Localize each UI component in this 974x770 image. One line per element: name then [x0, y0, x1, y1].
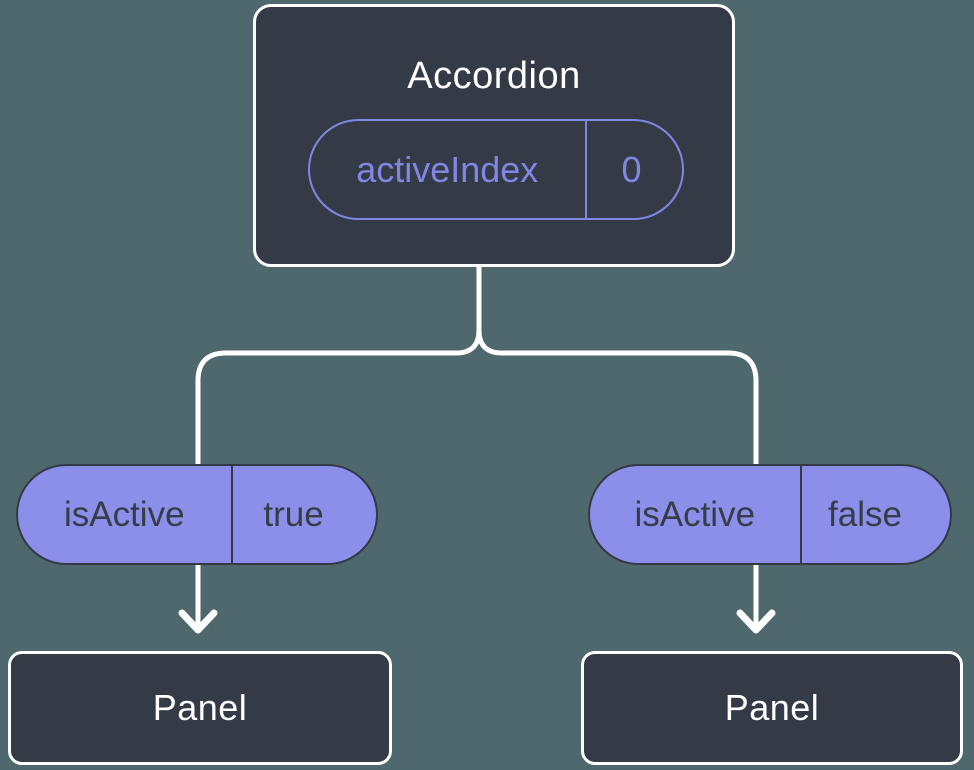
prop-name: isActive	[63, 494, 185, 534]
state-name: activeIndex	[356, 148, 539, 190]
accordion-node: Accordion activeIndex 0	[253, 4, 735, 267]
prop-pill-is-active-true: isActive true	[16, 464, 378, 565]
state-value: 0	[621, 148, 642, 190]
arrow-down-right-icon	[736, 609, 776, 634]
panel-node-right: Panel	[581, 651, 963, 765]
connector-right-branch	[476, 265, 759, 629]
prop-name: isActive	[634, 494, 756, 534]
prop-value: true	[263, 494, 324, 534]
accordion-node-title: Accordion	[407, 55, 581, 97]
connector-left-branch	[195, 265, 482, 629]
panel-node-left: Panel	[8, 651, 392, 765]
prop-pill-divider	[230, 466, 233, 563]
prop-value: false	[828, 494, 902, 534]
prop-pill-is-active-false: isActive false	[588, 464, 952, 565]
state-pill-divider	[584, 121, 587, 218]
prop-pill-divider	[799, 466, 802, 563]
state-pill: activeIndex 0	[308, 119, 684, 220]
panel-node-title: Panel	[152, 687, 248, 728]
panel-node-title: Panel	[724, 687, 820, 728]
arrow-down-left-icon	[178, 609, 218, 634]
